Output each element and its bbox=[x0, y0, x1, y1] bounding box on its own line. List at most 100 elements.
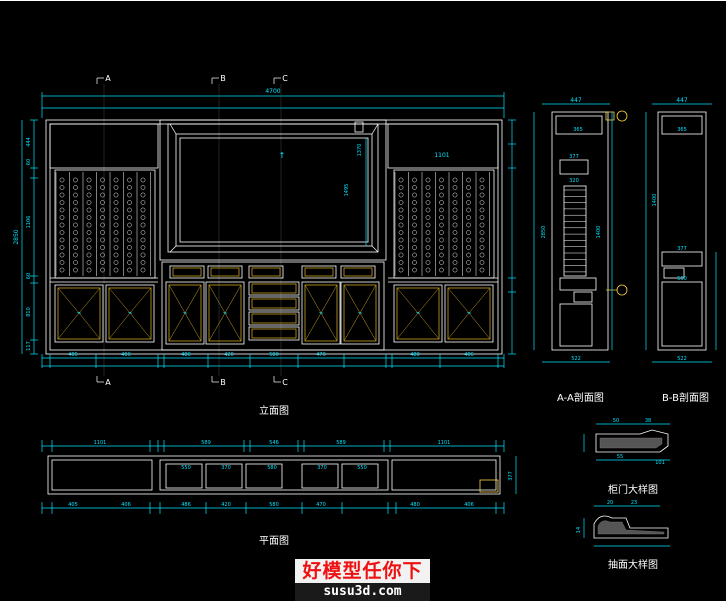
wine-slot bbox=[140, 192, 146, 198]
section-label-top-A: A bbox=[105, 74, 111, 83]
wine-slot bbox=[479, 237, 485, 243]
wine-slot bbox=[398, 185, 404, 190]
wine-slot bbox=[73, 237, 78, 243]
wine-slot bbox=[466, 252, 471, 258]
door-diag bbox=[184, 284, 202, 314]
top-drawer-face-0 bbox=[172, 267, 202, 277]
dim-text-left-height-1: 60 bbox=[26, 159, 32, 165]
door-handle-c3: ⌁ bbox=[358, 309, 362, 317]
wine-slot bbox=[113, 237, 119, 243]
door-diag bbox=[184, 312, 202, 342]
wine-slot bbox=[452, 245, 458, 250]
door-diag bbox=[129, 287, 152, 314]
wine-slot bbox=[113, 200, 119, 205]
caption-drawer-detail: 抽面大样图 bbox=[608, 560, 658, 571]
top-drawer-1 bbox=[207, 265, 243, 279]
wine-slot bbox=[452, 252, 458, 258]
dim-text-bottom-3: 420 bbox=[224, 352, 234, 358]
center-door-panel-3 bbox=[343, 284, 377, 342]
wine-slot bbox=[466, 215, 471, 220]
top-drawer-3 bbox=[301, 265, 337, 279]
seca-outer bbox=[551, 111, 609, 351]
wine-slot bbox=[412, 222, 417, 228]
wine-slot bbox=[452, 192, 458, 198]
wine-slot bbox=[412, 215, 417, 220]
wine-slot bbox=[398, 260, 404, 265]
tv-bevel bbox=[169, 123, 177, 135]
wine-slot bbox=[113, 222, 119, 228]
door-profile bbox=[595, 429, 669, 453]
left-door-1 bbox=[105, 284, 155, 343]
wine-slot bbox=[412, 245, 417, 250]
door-diag bbox=[208, 312, 226, 342]
wine-slot bbox=[100, 230, 105, 235]
wine-slot bbox=[398, 222, 404, 228]
center-door-panel-0 bbox=[168, 284, 202, 342]
right-door-0 bbox=[393, 284, 443, 343]
wine-slot bbox=[59, 222, 65, 228]
wine-slot bbox=[452, 177, 458, 183]
wine-slot bbox=[439, 215, 444, 220]
seca-dim-1: 365 bbox=[573, 127, 583, 133]
center-base-frame bbox=[161, 261, 385, 351]
dim-text-bottom-0: 405 bbox=[68, 352, 78, 358]
wine-slot bbox=[479, 222, 485, 228]
wine-slot bbox=[412, 252, 417, 258]
wine-slot bbox=[452, 260, 458, 265]
door-diag bbox=[224, 284, 242, 314]
wine-slot bbox=[412, 267, 417, 273]
wine-slot bbox=[439, 267, 444, 273]
center-door-panel-1 bbox=[208, 284, 242, 342]
wine-slot bbox=[59, 252, 65, 258]
viewport-top-border bbox=[0, 0, 726, 1]
wine-slot bbox=[127, 222, 132, 228]
dim-text-left-height-4: 810 bbox=[26, 307, 32, 317]
plan-outer bbox=[47, 455, 501, 495]
wine-slot bbox=[425, 215, 431, 220]
top-drawer-face-1 bbox=[210, 267, 240, 277]
plan-inner-text-4: 550 bbox=[357, 465, 367, 471]
plan-left-unit bbox=[51, 459, 153, 491]
door-handle-c1: ⌁ bbox=[223, 309, 227, 317]
wine-slot bbox=[425, 185, 431, 190]
door-detail-dim-1: 38 bbox=[645, 418, 651, 424]
wine-slot bbox=[127, 245, 132, 250]
wine-slot bbox=[73, 252, 78, 258]
drawer-profile bbox=[593, 515, 669, 539]
wine-slot bbox=[86, 207, 92, 213]
wine-slot bbox=[86, 192, 92, 198]
plan-compartment-2 bbox=[245, 463, 283, 489]
drawer-detail-dim-1: 23 bbox=[631, 500, 637, 506]
caption-section-a: A-A剖面图 bbox=[557, 393, 604, 404]
wine-slot bbox=[73, 230, 78, 235]
wine-slot bbox=[466, 245, 471, 250]
secb-drawer bbox=[663, 267, 685, 279]
door-diag bbox=[468, 312, 491, 340]
seca-mid-box bbox=[559, 159, 589, 175]
wine-slot bbox=[398, 215, 404, 220]
wine-slot bbox=[127, 192, 132, 198]
dim-text-bottom-7: 406 bbox=[464, 352, 474, 358]
tv-outer-frame bbox=[167, 123, 379, 253]
secb-top-box bbox=[661, 115, 703, 135]
wine-slot bbox=[425, 260, 431, 265]
wine-slot bbox=[466, 260, 471, 265]
left-door-panel-1 bbox=[108, 287, 152, 340]
left-upper-panel bbox=[49, 123, 159, 169]
wine-slot bbox=[479, 245, 485, 250]
plan-compartment-3 bbox=[301, 463, 339, 489]
dim-text-left-height-5: 117 bbox=[26, 341, 32, 351]
plan-bottom-text-2: 486 bbox=[181, 502, 191, 508]
wine-slot bbox=[100, 185, 105, 190]
plan-inner-text-0: 550 bbox=[181, 465, 191, 471]
center-door-2 bbox=[301, 281, 341, 345]
wine-slot bbox=[479, 200, 485, 205]
plan-inner-text-2: 580 bbox=[267, 465, 277, 471]
plan-marker-box bbox=[479, 479, 499, 493]
dim-text-bottom-5: 470 bbox=[316, 352, 326, 358]
wine-slot bbox=[479, 185, 485, 190]
plan-dim-text-2: 546 bbox=[269, 440, 279, 446]
wine-slot bbox=[140, 245, 146, 250]
wine-slot bbox=[113, 260, 119, 265]
